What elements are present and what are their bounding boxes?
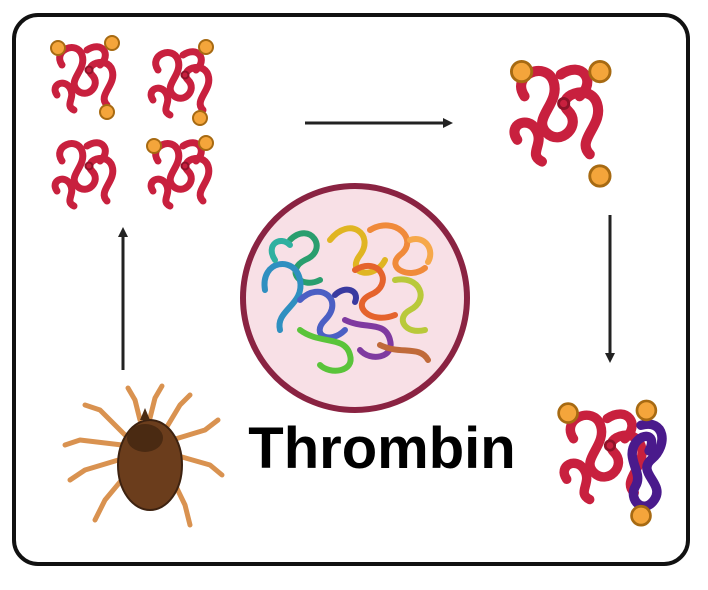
tick-icon: [62, 383, 225, 528]
peptide-group-top-left: [50, 35, 214, 206]
peptide-icon: [55, 143, 113, 206]
thrombin-structure-icon: [240, 183, 470, 413]
peptide-icon-large: [511, 60, 612, 188]
peptide-complex-icon: [557, 399, 667, 527]
peptide-icon: [151, 39, 214, 126]
peptide-icon: [50, 35, 120, 120]
protein-label: Thrombin: [248, 416, 516, 481]
peptide-icon: [146, 135, 214, 206]
